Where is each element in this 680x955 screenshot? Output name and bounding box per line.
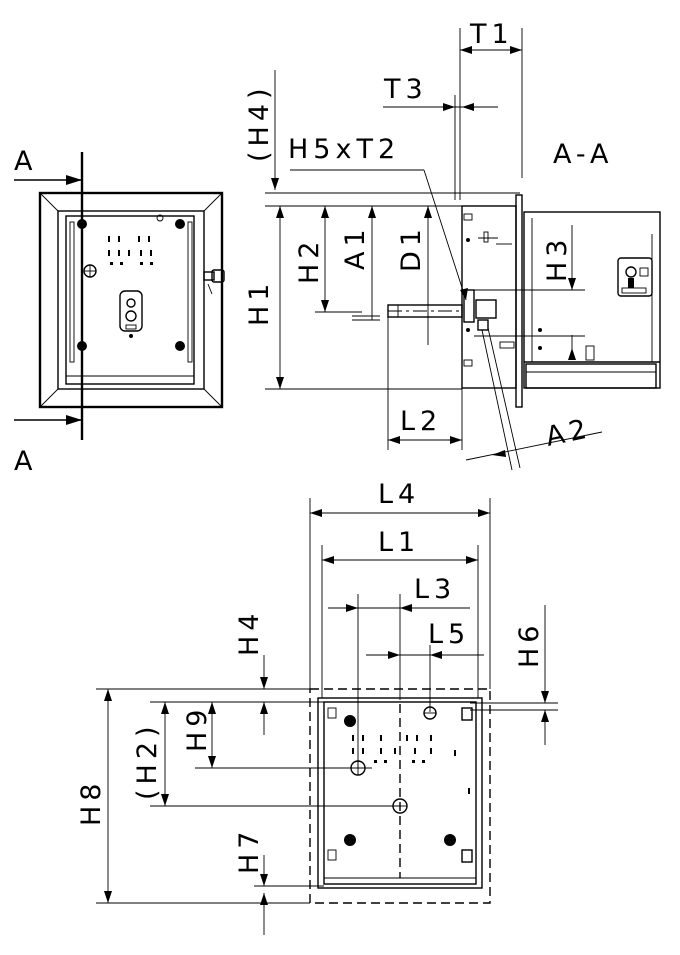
label-l5: L5 bbox=[428, 619, 470, 650]
label-t3: T3 bbox=[383, 74, 428, 105]
section-mark-bottom: A bbox=[14, 446, 37, 477]
label-t1: T1 bbox=[469, 19, 514, 50]
label-h8: H8 bbox=[76, 779, 107, 826]
label-a1: A1 bbox=[340, 224, 371, 270]
label-l2: L2 bbox=[400, 406, 442, 437]
label-a2: A2 bbox=[543, 413, 594, 453]
front-view bbox=[14, 152, 225, 440]
label-h3: H3 bbox=[542, 235, 573, 282]
section-view bbox=[265, 28, 661, 471]
label-l4: L4 bbox=[378, 479, 420, 510]
label-d1: D1 bbox=[396, 224, 427, 272]
label-h1: H1 bbox=[244, 279, 275, 326]
label-l3: L3 bbox=[414, 574, 456, 605]
label-h4: H4 bbox=[234, 609, 265, 656]
dimension-labels: A A A-A T1 T3 (H4) H5xT2 H1 H2 A1 D1 H3 … bbox=[14, 19, 614, 874]
label-h6: H6 bbox=[514, 621, 545, 668]
label-h2-paren: (H2) bbox=[132, 721, 163, 800]
label-h4-paren: (H4) bbox=[244, 83, 275, 162]
bottom-view bbox=[96, 498, 558, 935]
label-h9: H9 bbox=[182, 705, 213, 752]
section-title: A-A bbox=[553, 139, 614, 170]
label-h2: H2 bbox=[294, 237, 325, 284]
section-mark-top: A bbox=[14, 146, 37, 177]
label-h5xt2: H5xT2 bbox=[288, 134, 400, 165]
label-l1: L1 bbox=[378, 527, 420, 558]
label-h7: H7 bbox=[234, 827, 265, 874]
